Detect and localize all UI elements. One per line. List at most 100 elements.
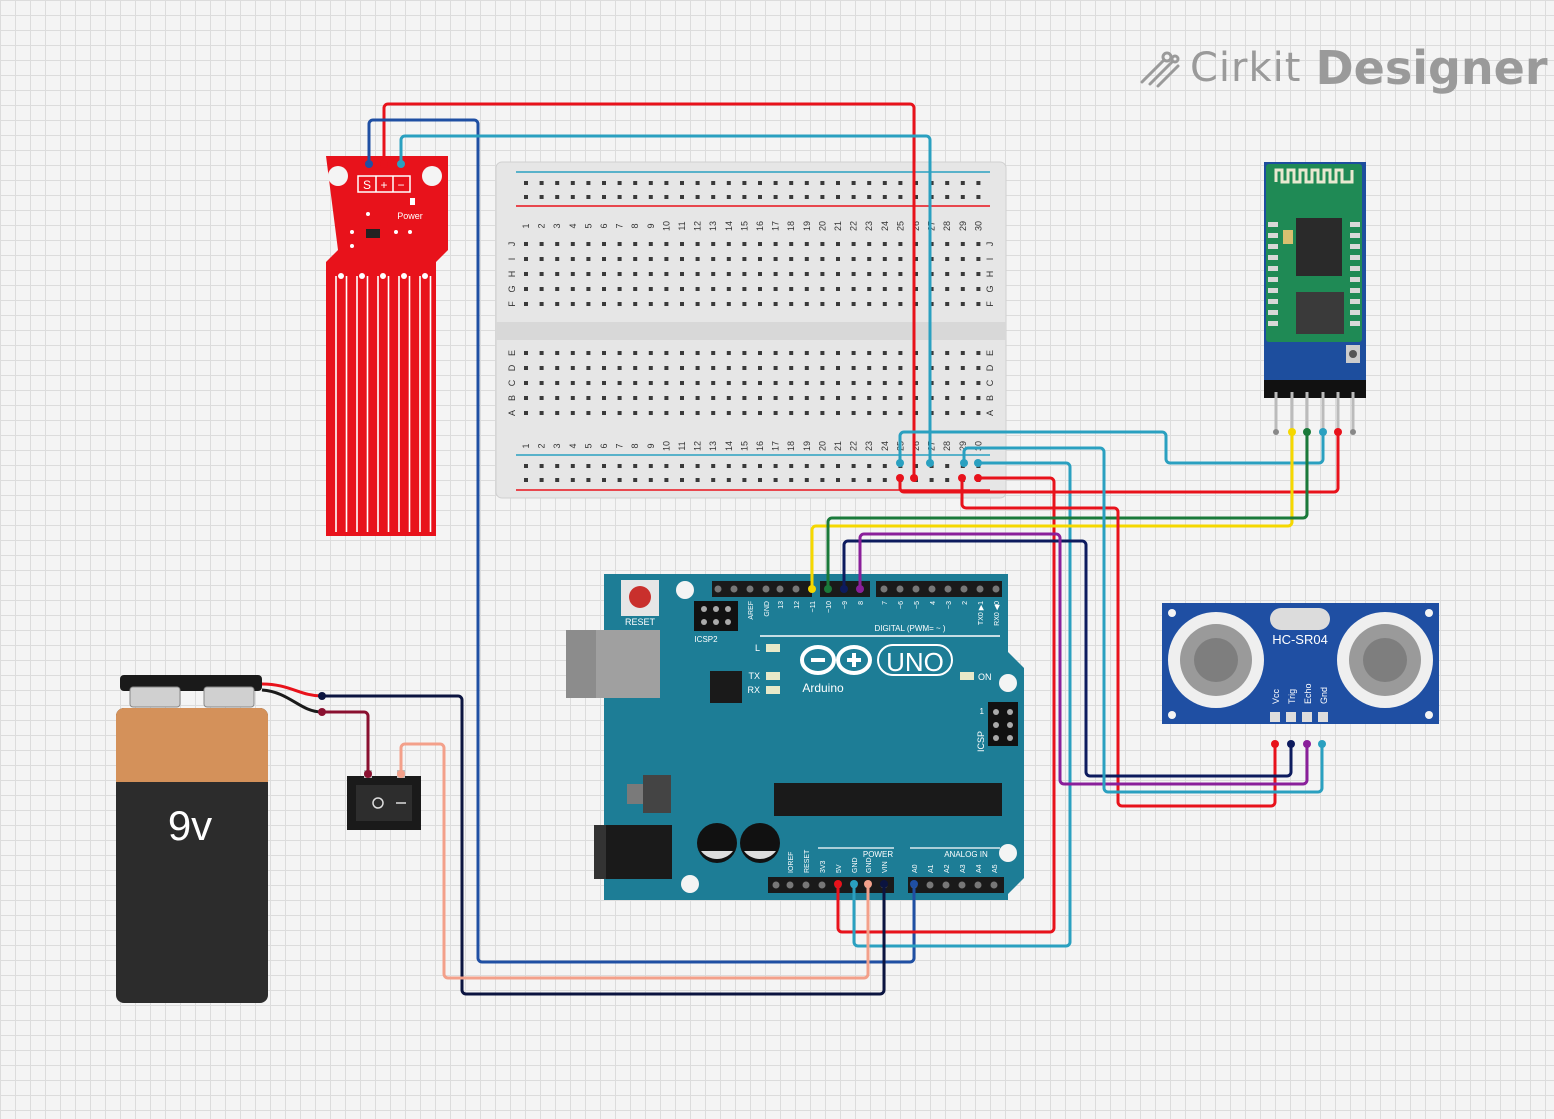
breadboard-hole[interactable] — [960, 272, 965, 276]
breadboard-hole[interactable] — [945, 272, 950, 276]
breadboard-hole[interactable] — [711, 287, 716, 291]
breadboard-hole[interactable] — [602, 351, 606, 355]
breadboard-hole[interactable] — [602, 381, 606, 385]
breadboard-hole[interactable] — [711, 381, 716, 385]
breadboard-hole[interactable] — [602, 195, 606, 199]
breadboard-hole[interactable] — [524, 396, 528, 400]
breadboard-hole[interactable] — [773, 464, 778, 468]
breadboard-hole[interactable] — [945, 478, 950, 482]
breadboard-hole[interactable] — [570, 287, 575, 291]
breadboard-hole[interactable] — [539, 396, 544, 400]
breadboard-hole[interactable] — [586, 195, 591, 199]
breadboard-hole[interactable] — [882, 195, 887, 199]
breadboard-hole[interactable] — [633, 381, 638, 385]
breadboard-hole[interactable] — [773, 381, 778, 385]
breadboard-hole[interactable] — [929, 242, 934, 246]
breadboard-hole[interactable] — [804, 272, 809, 276]
breadboard-hole[interactable] — [648, 195, 653, 199]
breadboard-hole[interactable] — [836, 351, 840, 355]
analog-pin[interactable] — [942, 881, 950, 889]
breadboard-hole[interactable] — [851, 381, 856, 385]
breadboard-hole[interactable] — [929, 257, 934, 261]
breadboard-hole[interactable] — [524, 195, 528, 199]
breadboard-hole[interactable] — [867, 396, 872, 400]
breadboard-hole[interactable] — [570, 366, 575, 370]
breadboard-hole[interactable] — [929, 195, 934, 199]
breadboard-hole[interactable] — [914, 411, 918, 415]
breadboard-hole[interactable] — [804, 478, 809, 482]
breadboard-hole[interactable] — [976, 287, 981, 291]
breadboard-hole[interactable] — [836, 381, 840, 385]
breadboard-hole[interactable] — [680, 464, 684, 468]
breadboard-hole[interactable] — [773, 242, 778, 246]
breadboard-hole[interactable] — [820, 478, 825, 482]
breadboard-hole[interactable] — [617, 242, 622, 246]
breadboard-hole[interactable] — [960, 195, 965, 199]
breadboard-hole[interactable] — [555, 351, 560, 355]
breadboard-hole[interactable] — [586, 411, 591, 415]
breadboard-hole[interactable] — [976, 181, 981, 185]
bt-pin[interactable] — [1351, 392, 1355, 432]
breadboard-hole[interactable] — [851, 351, 856, 355]
breadboard-hole[interactable] — [976, 411, 981, 415]
breadboard-hole[interactable] — [648, 181, 653, 185]
breadboard-hole[interactable] — [789, 302, 794, 306]
breadboard-hole[interactable] — [555, 195, 560, 199]
breadboard-hole[interactable] — [695, 478, 700, 482]
breadboard-hole[interactable] — [664, 411, 669, 415]
breadboard-hole[interactable] — [695, 242, 700, 246]
breadboard-hole[interactable] — [976, 272, 981, 276]
breadboard-hole[interactable] — [680, 242, 684, 246]
breadboard-hole[interactable] — [711, 366, 716, 370]
breadboard-hole[interactable] — [586, 181, 591, 185]
breadboard-hole[interactable] — [742, 242, 747, 246]
breadboard-hole[interactable] — [898, 411, 903, 415]
breadboard-hole[interactable] — [617, 181, 622, 185]
breadboard-hole[interactable] — [680, 381, 684, 385]
breadboard-hole[interactable] — [758, 242, 762, 246]
breadboard-hole[interactable] — [867, 478, 872, 482]
breadboard-hole[interactable] — [648, 287, 653, 291]
breadboard-hole[interactable] — [929, 478, 934, 482]
breadboard-hole[interactable] — [820, 287, 825, 291]
breadboard-hole[interactable] — [570, 464, 575, 468]
power-pin[interactable] — [772, 881, 780, 889]
breadboard-hole[interactable] — [711, 351, 716, 355]
breadboard-hole[interactable] — [945, 242, 950, 246]
breadboard-hole[interactable] — [742, 464, 747, 468]
breadboard-hole[interactable] — [929, 366, 934, 370]
digital-pin[interactable] — [714, 585, 722, 593]
digital-pin[interactable] — [776, 585, 784, 593]
breadboard-hole[interactable] — [695, 195, 700, 199]
breadboard-hole[interactable] — [820, 411, 825, 415]
breadboard-hole[interactable] — [726, 257, 731, 261]
breadboard-hole[interactable] — [773, 351, 778, 355]
digital-pin[interactable] — [928, 585, 936, 593]
breadboard-hole[interactable] — [820, 366, 825, 370]
breadboard-hole[interactable] — [617, 366, 622, 370]
breadboard-hole[interactable] — [804, 381, 809, 385]
breadboard-hole[interactable] — [539, 478, 544, 482]
breadboard-hole[interactable] — [524, 272, 528, 276]
breadboard-hole[interactable] — [836, 411, 840, 415]
breadboard-hole[interactable] — [867, 381, 872, 385]
breadboard-hole[interactable] — [867, 257, 872, 261]
breadboard-hole[interactable] — [633, 272, 638, 276]
breadboard-hole[interactable] — [945, 464, 950, 468]
breadboard-hole[interactable] — [945, 257, 950, 261]
breadboard-hole[interactable] — [945, 366, 950, 370]
breadboard-hole[interactable] — [680, 366, 684, 370]
breadboard-hole[interactable] — [914, 366, 918, 370]
breadboard-hole[interactable] — [555, 396, 560, 400]
breadboard-hole[interactable] — [898, 272, 903, 276]
breadboard-hole[interactable] — [789, 411, 794, 415]
breadboard-hole[interactable] — [929, 351, 934, 355]
breadboard-hole[interactable] — [711, 478, 716, 482]
breadboard-hole[interactable] — [555, 272, 560, 276]
breadboard-hole[interactable] — [648, 411, 653, 415]
breadboard-hole[interactable] — [960, 366, 965, 370]
breadboard-hole[interactable] — [976, 257, 981, 261]
bt-pin[interactable] — [1336, 392, 1340, 432]
digital-pin[interactable] — [912, 585, 920, 593]
digital-pin[interactable] — [896, 585, 904, 593]
